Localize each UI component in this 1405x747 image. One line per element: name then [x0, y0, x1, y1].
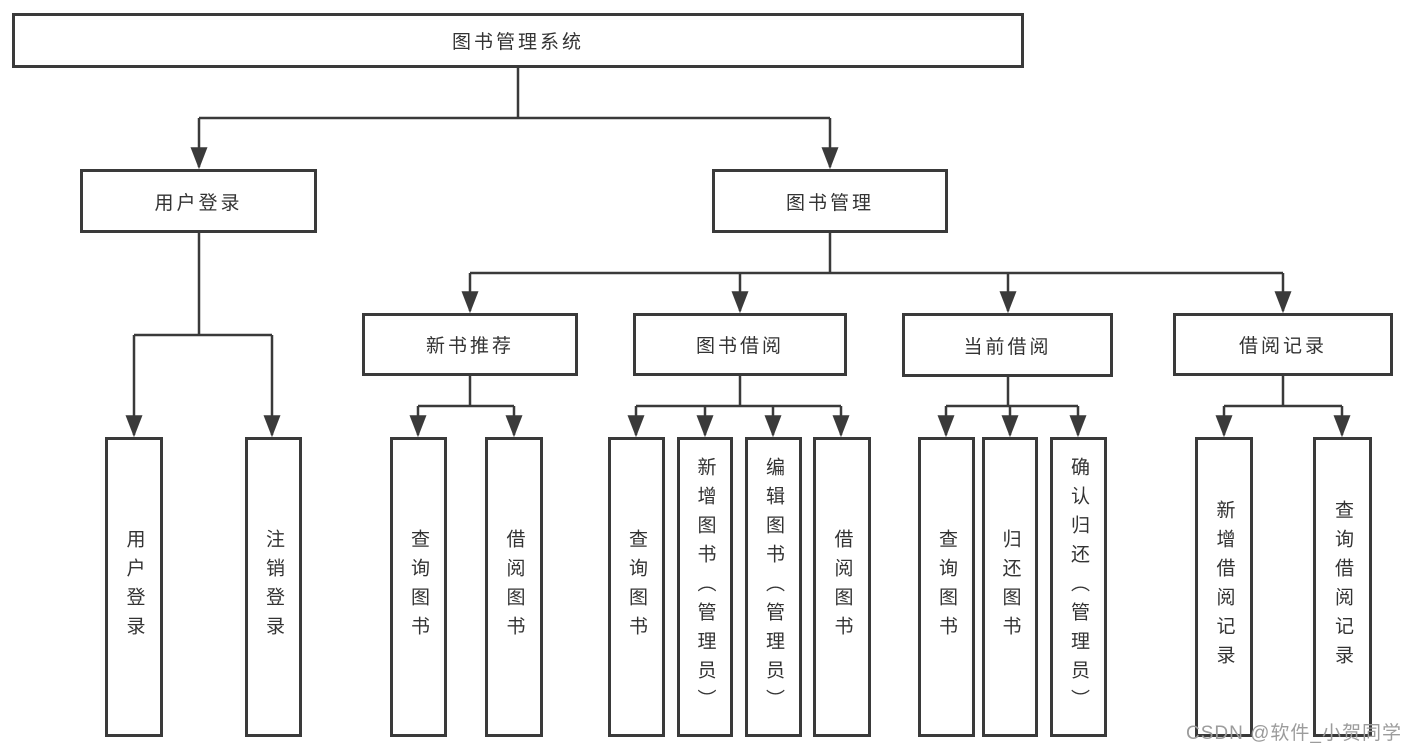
node-leaf-confirm-return-admin-label: 确认归还（管理员） [1068, 456, 1089, 718]
node-leaf-borrow-query-book-label: 查询图书 [626, 529, 647, 645]
node-leaf-recommend-borrow-book: 借阅图书 [485, 437, 543, 737]
node-leaf-current-query-book: 查询图书 [918, 437, 975, 737]
connector-login-to-leaves [125, 233, 281, 438]
node-new-book-recommend: 新书推荐 [362, 313, 578, 376]
node-borrow-records-label: 借阅记录 [1238, 336, 1327, 357]
node-leaf-user-login: 用户登录 [105, 437, 163, 737]
connector-bookborrow-to-leaves [627, 376, 850, 438]
node-book-management: 图书管理 [712, 169, 948, 233]
node-book-borrow-label: 图书借阅 [695, 336, 784, 357]
node-book-borrow: 图书借阅 [633, 313, 847, 376]
node-book-management-label: 图书管理 [785, 192, 874, 214]
node-borrow-records: 借阅记录 [1173, 313, 1393, 376]
node-root-label: 图书管理系统 [451, 32, 584, 53]
connector-root-to-level2 [190, 68, 839, 170]
node-leaf-return-book: 归还图书 [982, 437, 1038, 737]
node-root: 图书管理系统 [12, 13, 1024, 68]
node-leaf-recommend-borrow-book-label: 借阅图书 [503, 529, 525, 645]
node-leaf-query-borrow-record-label: 查询借阅记录 [1332, 500, 1353, 674]
node-leaf-borrow-query-book: 查询图书 [608, 437, 665, 737]
node-user-login: 用户登录 [80, 169, 317, 233]
node-leaf-borrow-book-label: 借阅图书 [831, 529, 853, 645]
connector-records-to-leaves [1215, 376, 1351, 438]
node-leaf-user-login-label: 用户登录 [123, 529, 145, 645]
node-current-borrow: 当前借阅 [902, 313, 1113, 377]
node-leaf-recommend-query-book-label: 查询图书 [408, 529, 429, 645]
node-leaf-edit-book-admin-label: 编辑图书（管理员） [763, 456, 784, 718]
node-leaf-add-book-admin: 新增图书（管理员） [677, 437, 733, 737]
node-leaf-logout-label: 注销登录 [263, 529, 284, 645]
connector-newbook-to-leaves [409, 376, 523, 438]
node-leaf-confirm-return-admin: 确认归还（管理员） [1050, 437, 1107, 737]
node-leaf-query-borrow-record: 查询借阅记录 [1313, 437, 1372, 737]
node-leaf-add-book-admin-label: 新增图书（管理员） [694, 456, 716, 718]
node-leaf-recommend-query-book: 查询图书 [390, 437, 447, 737]
connector-currentborrow-to-leaves [937, 376, 1087, 438]
connector-mgmt-to-level3 [461, 233, 1292, 314]
node-leaf-logout: 注销登录 [245, 437, 302, 737]
node-new-book-recommend-label: 新书推荐 [425, 336, 514, 357]
csdn-watermark: CSDN @软件_小贺同学 [1186, 723, 1402, 744]
node-leaf-return-book-label: 归还图书 [999, 529, 1021, 645]
node-leaf-edit-book-admin: 编辑图书（管理员） [745, 437, 802, 737]
node-leaf-add-borrow-record: 新增借阅记录 [1195, 437, 1253, 737]
node-leaf-borrow-book: 借阅图书 [813, 437, 871, 737]
node-leaf-current-query-book-label: 查询图书 [936, 529, 957, 645]
node-leaf-add-borrow-record-label: 新增借阅记录 [1213, 500, 1235, 674]
node-user-login-label: 用户登录 [154, 192, 243, 214]
node-current-borrow-label: 当前借阅 [963, 336, 1052, 358]
